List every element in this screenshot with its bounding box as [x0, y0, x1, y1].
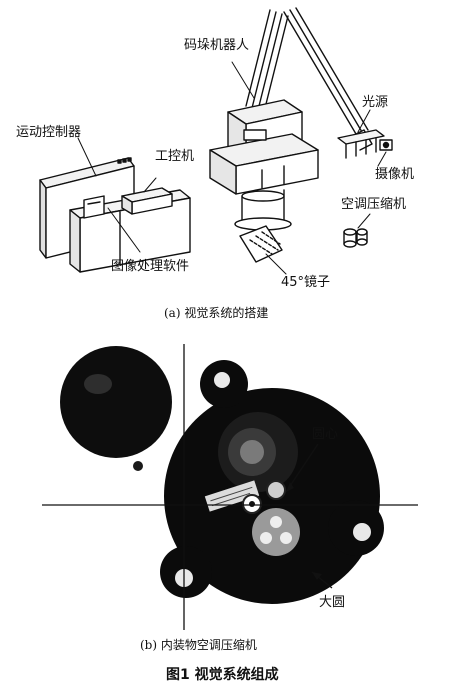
label-light-source: 光源: [362, 95, 389, 110]
compressor-small: [343, 228, 368, 248]
label-mirror: 45°镜子: [281, 275, 331, 290]
upper-dome: [60, 346, 172, 458]
caption-panel-b: (b) 内装物空调压缩机: [140, 638, 257, 652]
caption-panel-a: (a) 视觉系统的搭建: [164, 306, 269, 320]
leader-lines: [77, 61, 387, 275]
label-camera: 摄像机: [375, 167, 415, 182]
mirror-45: [239, 225, 283, 263]
panel-b-photo: [42, 336, 418, 632]
label-image-software: 图像处理软件: [111, 259, 190, 274]
label-big-circle: 大圆: [319, 595, 346, 610]
label-industrial-pc: 工控机: [155, 149, 195, 164]
panel-a-illustration: [39, 7, 393, 275]
industrial-pc-box: [121, 187, 173, 215]
label-compressor: 空调压缩机: [341, 197, 407, 212]
figure-title: 图1 视觉系统组成: [166, 667, 279, 683]
robot-arm: [245, 7, 373, 151]
label-palletizing-robot: 码垛机器人: [184, 38, 250, 53]
label-circle-center: 圆心: [312, 427, 339, 442]
light-camera-assembly: [337, 129, 393, 159]
robot-base: [209, 99, 319, 231]
label-motion-controller: 运动控制器: [16, 125, 82, 140]
